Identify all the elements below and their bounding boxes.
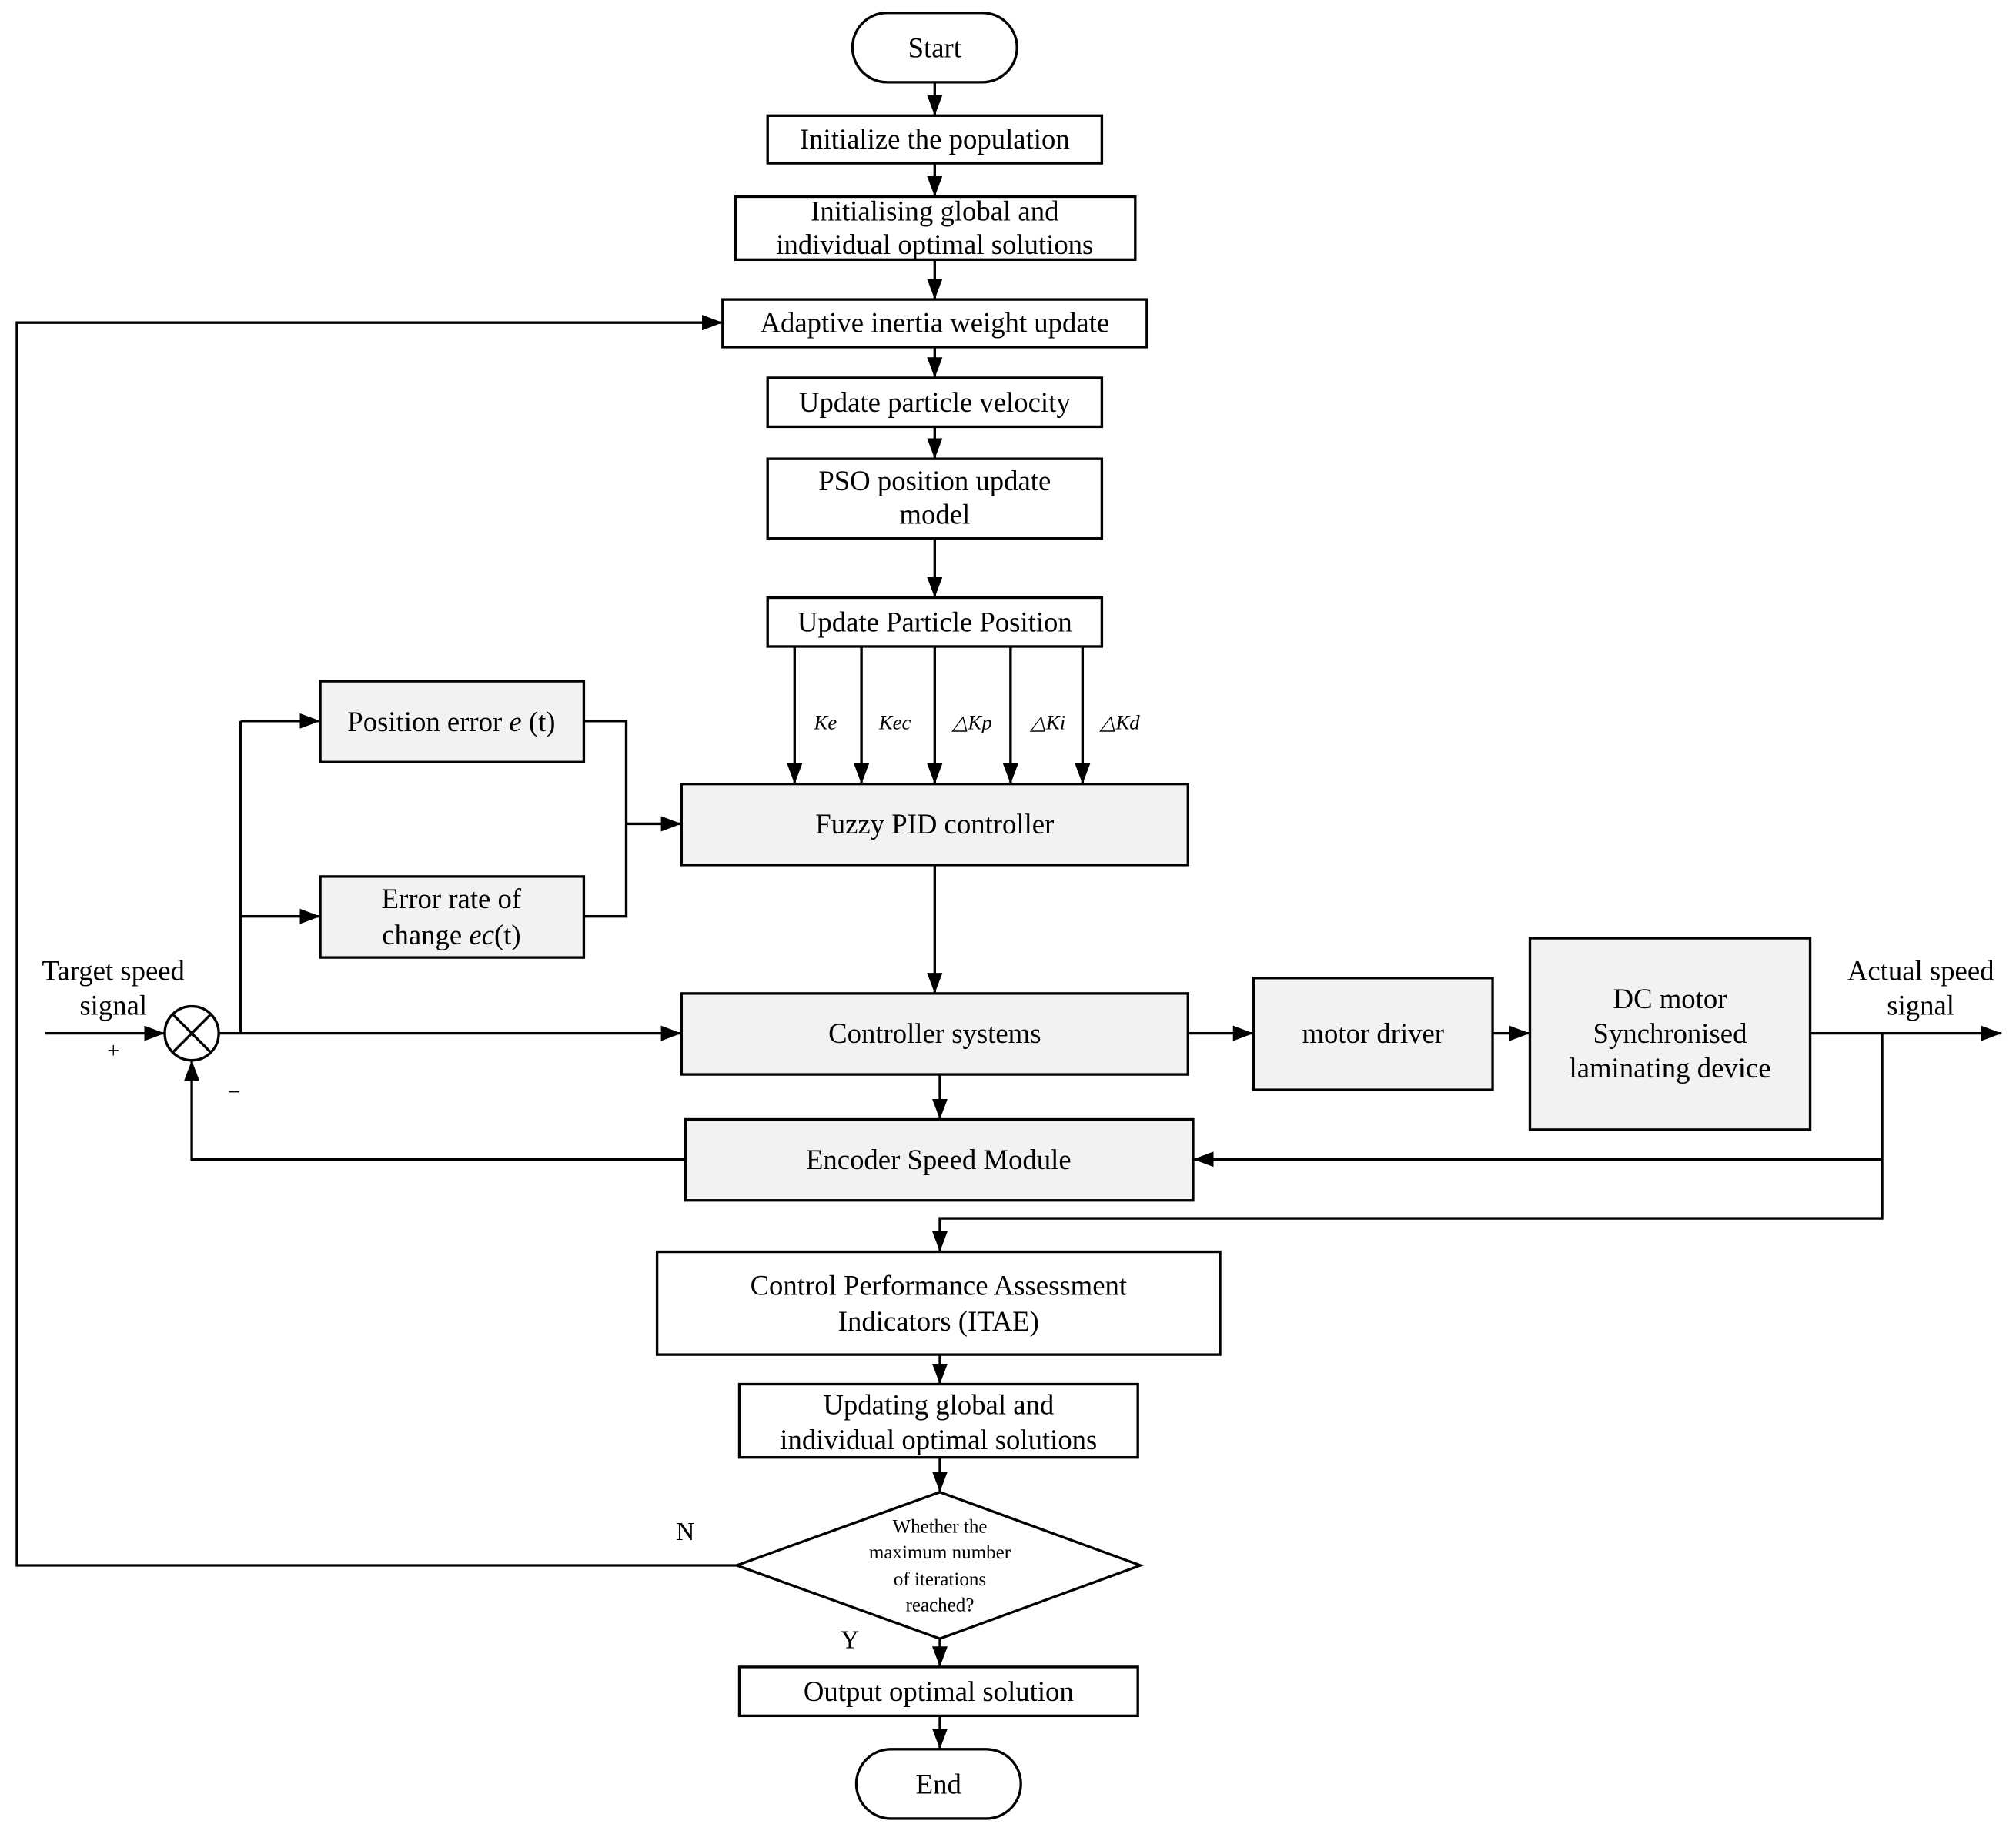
initialize-population-box — [766, 114, 1104, 165]
encoder-box — [684, 1117, 1195, 1202]
param-label-dkp: △Kp — [951, 711, 992, 734]
param-label-dki: △Ki — [1029, 711, 1065, 734]
position-error-text: Position error — [347, 705, 509, 737]
initialise-solutions-line2: individual optimal solutions — [776, 229, 1093, 260]
inertia-weight-update-box — [721, 298, 1148, 349]
update-solutions-line2: individual optimal solutions — [780, 1424, 1097, 1455]
node-initialize-population: Initialize the population — [766, 114, 1104, 165]
node-pso-model: PSO position update model — [766, 457, 1104, 540]
arrow-output-to-assessment — [931, 1033, 1884, 1252]
decision-yes-label: Y — [841, 1625, 859, 1654]
decision-line3: of iterations — [894, 1569, 986, 1590]
node-output: Output optimal solution — [737, 1665, 1139, 1718]
dc-motor-line2: Synchronised — [1593, 1017, 1747, 1049]
error-merge-line — [583, 720, 628, 918]
node-controller-systems: Controller systems — [680, 992, 1189, 1076]
encoder-label: Encoder Speed Module — [806, 1144, 1072, 1175]
position-error-box — [319, 680, 586, 763]
actual-signal-line1: Actual speed — [1847, 954, 1994, 986]
decision-line4: reached? — [906, 1595, 975, 1615]
error-rate-line1: Error rate of — [382, 883, 522, 914]
decision-line1: Whether the — [892, 1516, 987, 1537]
position-error-variable: e — [509, 705, 521, 737]
start-label: Start — [908, 32, 961, 63]
node-error-rate: Error rate of change ec(t) — [319, 875, 586, 959]
fuzzy-pid-box — [680, 782, 1189, 867]
node-encoder: Encoder Speed Module — [684, 1117, 1195, 1202]
param-label-ke: Ke — [814, 711, 837, 734]
dc-motor-line1: DC motor — [1613, 983, 1727, 1014]
fuzzy-pid-label: Fuzzy PID controller — [815, 808, 1054, 840]
actual-signal-line2: signal — [1887, 989, 1954, 1021]
inertia-weight-update-label: Adaptive inertia weight update — [760, 307, 1109, 339]
plus-sign: + — [107, 1040, 119, 1064]
control-loop-wires — [45, 713, 2002, 1252]
flow-arrows — [15, 82, 948, 1749]
decision-no-label: N — [676, 1518, 694, 1546]
decision-line2: maximum number — [869, 1542, 1011, 1563]
target-signal-line1: Target speed — [42, 954, 185, 986]
node-velocity-update: Update particle velocity — [766, 376, 1104, 429]
velocity-update-label: Update particle velocity — [799, 386, 1071, 418]
summing-junction: + − — [107, 1004, 240, 1104]
error-rate-box — [319, 875, 586, 959]
node-assessment: Control Performance Assessment Indicator… — [655, 1250, 1222, 1356]
motor-driver-label: motor driver — [1302, 1017, 1444, 1049]
node-decision: Whether the maximum number of iterations… — [676, 1491, 1145, 1654]
assessment-line1: Control Performance Assessment — [751, 1269, 1128, 1301]
dc-motor-line3: laminating device — [1569, 1052, 1770, 1084]
node-end: End — [854, 1748, 1022, 1820]
dc-motor-box — [1528, 937, 1812, 1131]
error-rate-variable: ec — [469, 919, 494, 950]
pso-model-line1: PSO position update — [818, 465, 1051, 496]
signal-labels: Target speed signal Actual speed signal — [42, 954, 1994, 1021]
node-position-error: Position error e (t) — [319, 680, 586, 763]
assessment-line2: Indicators (ITAE) — [838, 1305, 1039, 1337]
initialize-population-label: Initialize the population — [800, 123, 1070, 155]
node-motor-driver: motor driver — [1252, 977, 1494, 1091]
node-dc-motor: DC motor Synchronised laminating device — [1528, 937, 1812, 1131]
node-inertia-weight-update: Adaptive inertia weight update — [721, 298, 1148, 349]
motor-driver-box — [1252, 977, 1494, 1091]
summing-junction-cross-b — [171, 1013, 212, 1054]
controller-systems-label: Controller systems — [828, 1017, 1041, 1049]
position-update-label: Update Particle Position — [797, 606, 1072, 638]
position-error-label: Position error e (t) — [347, 705, 555, 737]
arrow-loop-back-no — [15, 315, 737, 1567]
output-label: Output optimal solution — [804, 1675, 1074, 1707]
minus-sign: − — [228, 1081, 240, 1104]
end-label: End — [916, 1768, 961, 1799]
initialise-solutions-line1: Initialising global and — [811, 195, 1058, 226]
arrow-encoder-feedback — [184, 1060, 686, 1161]
error-rate-line2: change ec(t) — [382, 919, 520, 950]
decision-diamond — [733, 1491, 1145, 1640]
parameter-arrows: Ke Kec △Kp △Ki △Kd — [787, 646, 1140, 784]
node-position-update: Update Particle Position — [766, 596, 1104, 648]
node-start: Start — [851, 12, 1018, 84]
position-error-time: (t) — [522, 705, 556, 737]
error-rate-text: change — [382, 919, 469, 950]
target-signal-line2: signal — [79, 989, 147, 1021]
node-fuzzy-pid: Fuzzy PID controller — [680, 782, 1189, 867]
param-label-dkd: △Kd — [1099, 711, 1140, 734]
error-rate-time: (t) — [494, 919, 521, 950]
assessment-box — [655, 1250, 1222, 1356]
node-update-solutions: Updating global and individual optimal s… — [737, 1382, 1139, 1459]
node-initialise-solutions: Initialising global and individual optim… — [734, 195, 1137, 261]
param-label-kec: Kec — [878, 711, 911, 734]
pso-model-line2: model — [899, 498, 970, 529]
update-solutions-line1: Updating global and — [823, 1389, 1054, 1421]
